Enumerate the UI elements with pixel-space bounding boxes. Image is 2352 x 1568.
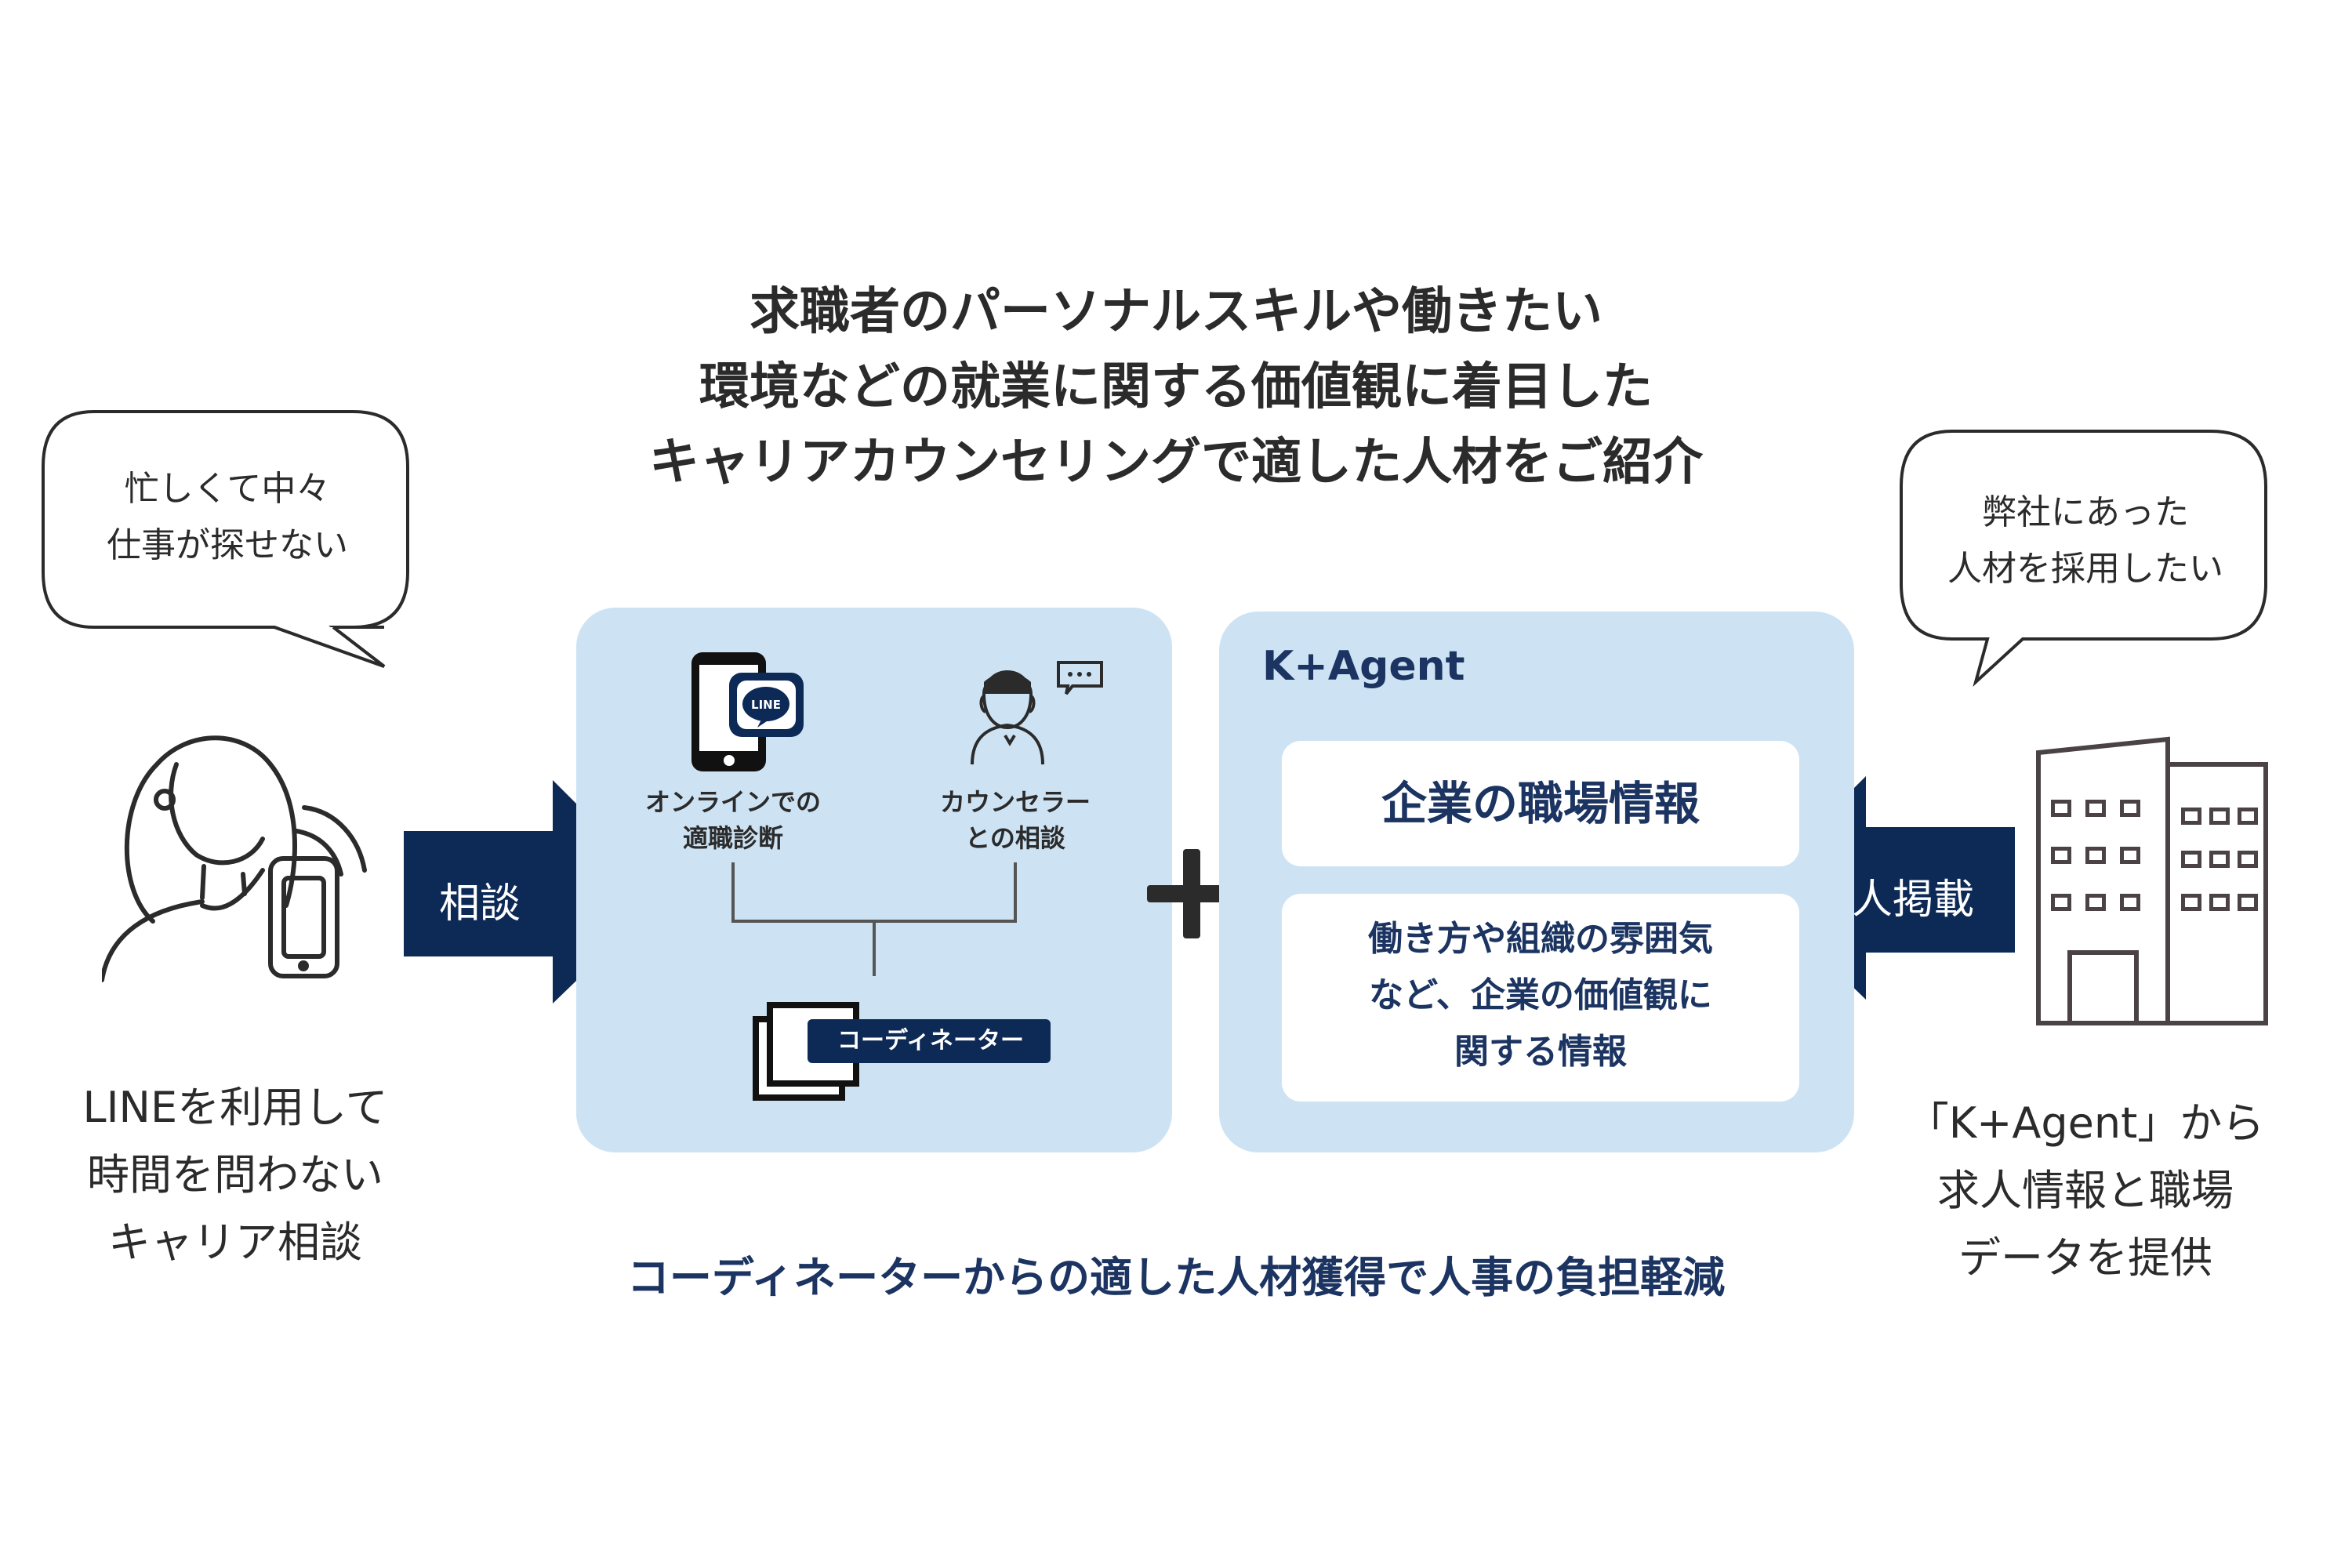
right-caption-line-3: データを提供 <box>1958 1233 2212 1283</box>
company-values-line-3: 関する情報 <box>1454 1032 1627 1072</box>
company-values-box: 働き方や組織の雰囲気 など、企業の価値観に 関する情報 <box>1282 894 1799 1102</box>
left-speech-bubble <box>42 410 409 668</box>
right-bubble-line-2: 人材を採用したい <box>1947 549 2223 589</box>
coordinator-window-icon <box>753 1002 1051 1101</box>
right-bubble-text: 弊社にあった 人材を採用したい <box>1901 485 2270 597</box>
left-caption-line-1: LINEを利用して <box>82 1083 388 1132</box>
coordinator-label: コーディネーター <box>837 1027 1024 1054</box>
left-caption: LINEを利用して 時間を問わない キャリア相談 <box>31 1074 439 1276</box>
office-building-icon <box>2036 736 2268 1025</box>
left-bubble-text: 忙しくて中々 仕事が探せない <box>43 461 412 574</box>
online-diagnosis-line-1: オンラインでの <box>644 787 821 817</box>
left-bubble-line-2: 仕事が探せない <box>107 525 348 565</box>
consult-arrow-label: 相談 <box>439 880 521 927</box>
line-logo-text: LINE <box>751 698 781 712</box>
right-caption-line-1: 「K+Agent」から <box>1906 1098 2265 1148</box>
online-diagnosis-label: オンラインでの 適職診断 <box>615 784 851 856</box>
right-caption: 「K+Agent」から 求人情報と職場 データを提供 <box>1882 1090 2289 1292</box>
title-line-2: 環境などの就業に関する価値観に着目した <box>699 358 1653 416</box>
left-bubble-line-1: 忙しくて中々 <box>124 469 331 509</box>
title-line-1: 求職者のパーソナルスキルや働きたい <box>750 283 1602 341</box>
connector-bracket <box>731 862 1017 976</box>
counselor-consult-line-2: との相談 <box>965 823 1065 853</box>
woman-phone-icon <box>102 735 367 982</box>
smartphone-line-icon: LINE <box>691 652 804 771</box>
kagent-brand: K+Agent <box>1262 643 1465 690</box>
counselor-consult-label: カウンセラー との相談 <box>898 784 1133 856</box>
right-bubble-line-1: 弊社にあった <box>1982 492 2189 532</box>
online-diagnosis-line-2: 適職診断 <box>682 823 783 853</box>
left-caption-line-3: キャリア相談 <box>108 1218 362 1267</box>
left-caption-line-2: 時間を問わない <box>87 1150 383 1200</box>
bottom-message: コーディネーターからの適した人材獲得で人事の負担軽減 <box>626 1253 1726 1302</box>
counselor-consult-line-1: カウンセラー <box>939 787 1091 817</box>
workplace-info-box: 企業の職場情報 <box>1282 741 1799 866</box>
counselor-headset-icon <box>971 661 1103 765</box>
company-values-line-2: など、企業の価値観に <box>1369 975 1712 1015</box>
right-speech-bubble <box>1900 430 2267 688</box>
main-title: 求職者のパーソナルスキルや働きたい 環境などの就業に関する価値観に着目した キャ… <box>392 274 1960 500</box>
title-line-3: キャリアカウンセリングで適した人材をご紹介 <box>649 434 1703 492</box>
right-caption-line-2: 求人情報と職場 <box>1937 1166 2234 1215</box>
company-values-line-1: 働き方や組織の雰囲気 <box>1368 919 1713 959</box>
plus-icon <box>1147 849 1236 938</box>
